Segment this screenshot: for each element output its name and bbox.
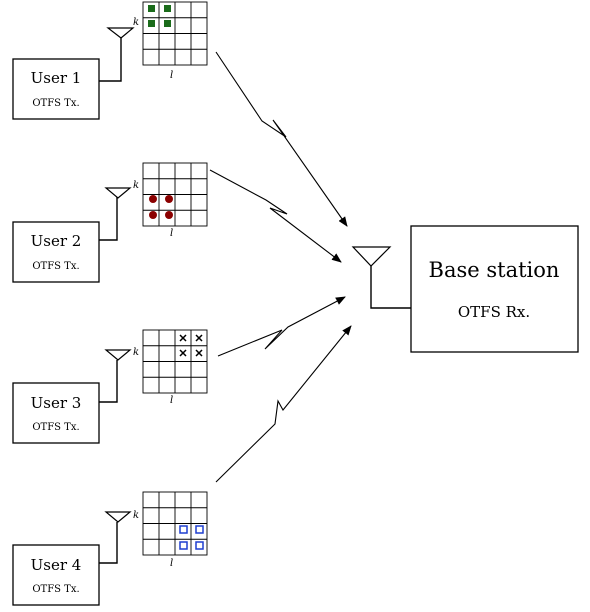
- user-3-l-axis-label: l: [170, 395, 173, 406]
- user-1-symbol-filled-square: [164, 20, 171, 27]
- base-station-group: Base station OTFS Rx.: [351, 225, 579, 353]
- user-3-dd-grid: [142, 329, 208, 394]
- user-1-tx-label: OTFS Tx.: [32, 98, 79, 109]
- user-2-box: [12, 221, 100, 283]
- wireless-link-user-1: [215, 51, 348, 227]
- user-1-box: [12, 58, 100, 120]
- user-2-symbol-filled-circle: [165, 195, 173, 203]
- user-2-label: User 2: [31, 232, 82, 250]
- user-1-l-axis-label: l: [170, 70, 173, 81]
- user-2-feed-wire: [99, 197, 118, 241]
- user-3-tx-label: OTFS Tx.: [32, 422, 79, 433]
- user-1-symbol-filled-square: [164, 5, 171, 12]
- user-2-symbol-filled-circle: [165, 211, 173, 219]
- user-2-k-axis-label: k: [133, 180, 139, 191]
- user-3-k-axis-label: k: [133, 347, 139, 358]
- user-3-group: User 3 OTFS Tx. k l: [12, 329, 208, 444]
- base-station-rx-label: OTFS Rx.: [458, 303, 530, 321]
- wireless-link-user-2: [209, 169, 342, 263]
- user-1-label: User 1: [31, 69, 82, 87]
- user-4-k-axis-label: k: [133, 510, 139, 521]
- user-1-dd-grid: [142, 1, 208, 66]
- user-1-k-axis-label: k: [133, 17, 139, 28]
- user-1-antenna-icon: [106, 27, 135, 39]
- user-4-group: User 4 OTFS Tx. k l: [12, 491, 208, 606]
- user-1-feed-wire: [99, 37, 122, 82]
- user-4-box: [12, 544, 100, 606]
- user-4-dd-grid: [142, 491, 208, 556]
- user-4-feed-wire: [99, 522, 118, 564]
- wireless-link-user-3: [217, 296, 346, 357]
- user-2-symbol-filled-circle: [149, 211, 157, 219]
- user-3-symbol-cross: [195, 334, 203, 342]
- user-2-dd-grid: [142, 162, 208, 227]
- user-2-tx-label: OTFS Tx.: [32, 261, 79, 272]
- user-1-group: User 1 OTFS Tx. k l: [12, 1, 208, 120]
- base-station-antenna-icon: [351, 246, 392, 267]
- user-3-label: User 3: [31, 394, 82, 412]
- user-4-symbol-hollow-square: [195, 541, 204, 550]
- user-4-tx-label: OTFS Tx.: [32, 584, 79, 595]
- user-3-symbol-cross: [195, 349, 203, 357]
- user-1-symbol-filled-square: [148, 5, 155, 12]
- user-3-antenna-icon: [104, 349, 132, 361]
- user-3-box: [12, 382, 100, 444]
- base-station-feed-wire: [370, 266, 411, 309]
- user-4-antenna-icon: [104, 511, 132, 523]
- user-3-symbol-cross: [179, 349, 187, 357]
- wireless-link-user-4: [215, 325, 352, 483]
- user-2-symbol-filled-circle: [149, 195, 157, 203]
- user-3-symbol-cross: [179, 334, 187, 342]
- user-2-antenna-icon: [104, 187, 132, 199]
- base-station-box: [410, 225, 579, 353]
- user-4-symbol-hollow-square: [179, 525, 188, 534]
- user-3-feed-wire: [99, 360, 118, 403]
- user-4-l-axis-label: l: [170, 558, 173, 569]
- user-4-symbol-hollow-square: [195, 525, 204, 534]
- user-1-symbol-filled-square: [148, 20, 155, 27]
- user-2-group: User 2 OTFS Tx. k l: [12, 162, 208, 283]
- base-station-title: Base station: [429, 258, 560, 282]
- user-4-label: User 4: [31, 556, 82, 574]
- user-2-l-axis-label: l: [170, 228, 173, 239]
- user-4-symbol-hollow-square: [179, 541, 188, 550]
